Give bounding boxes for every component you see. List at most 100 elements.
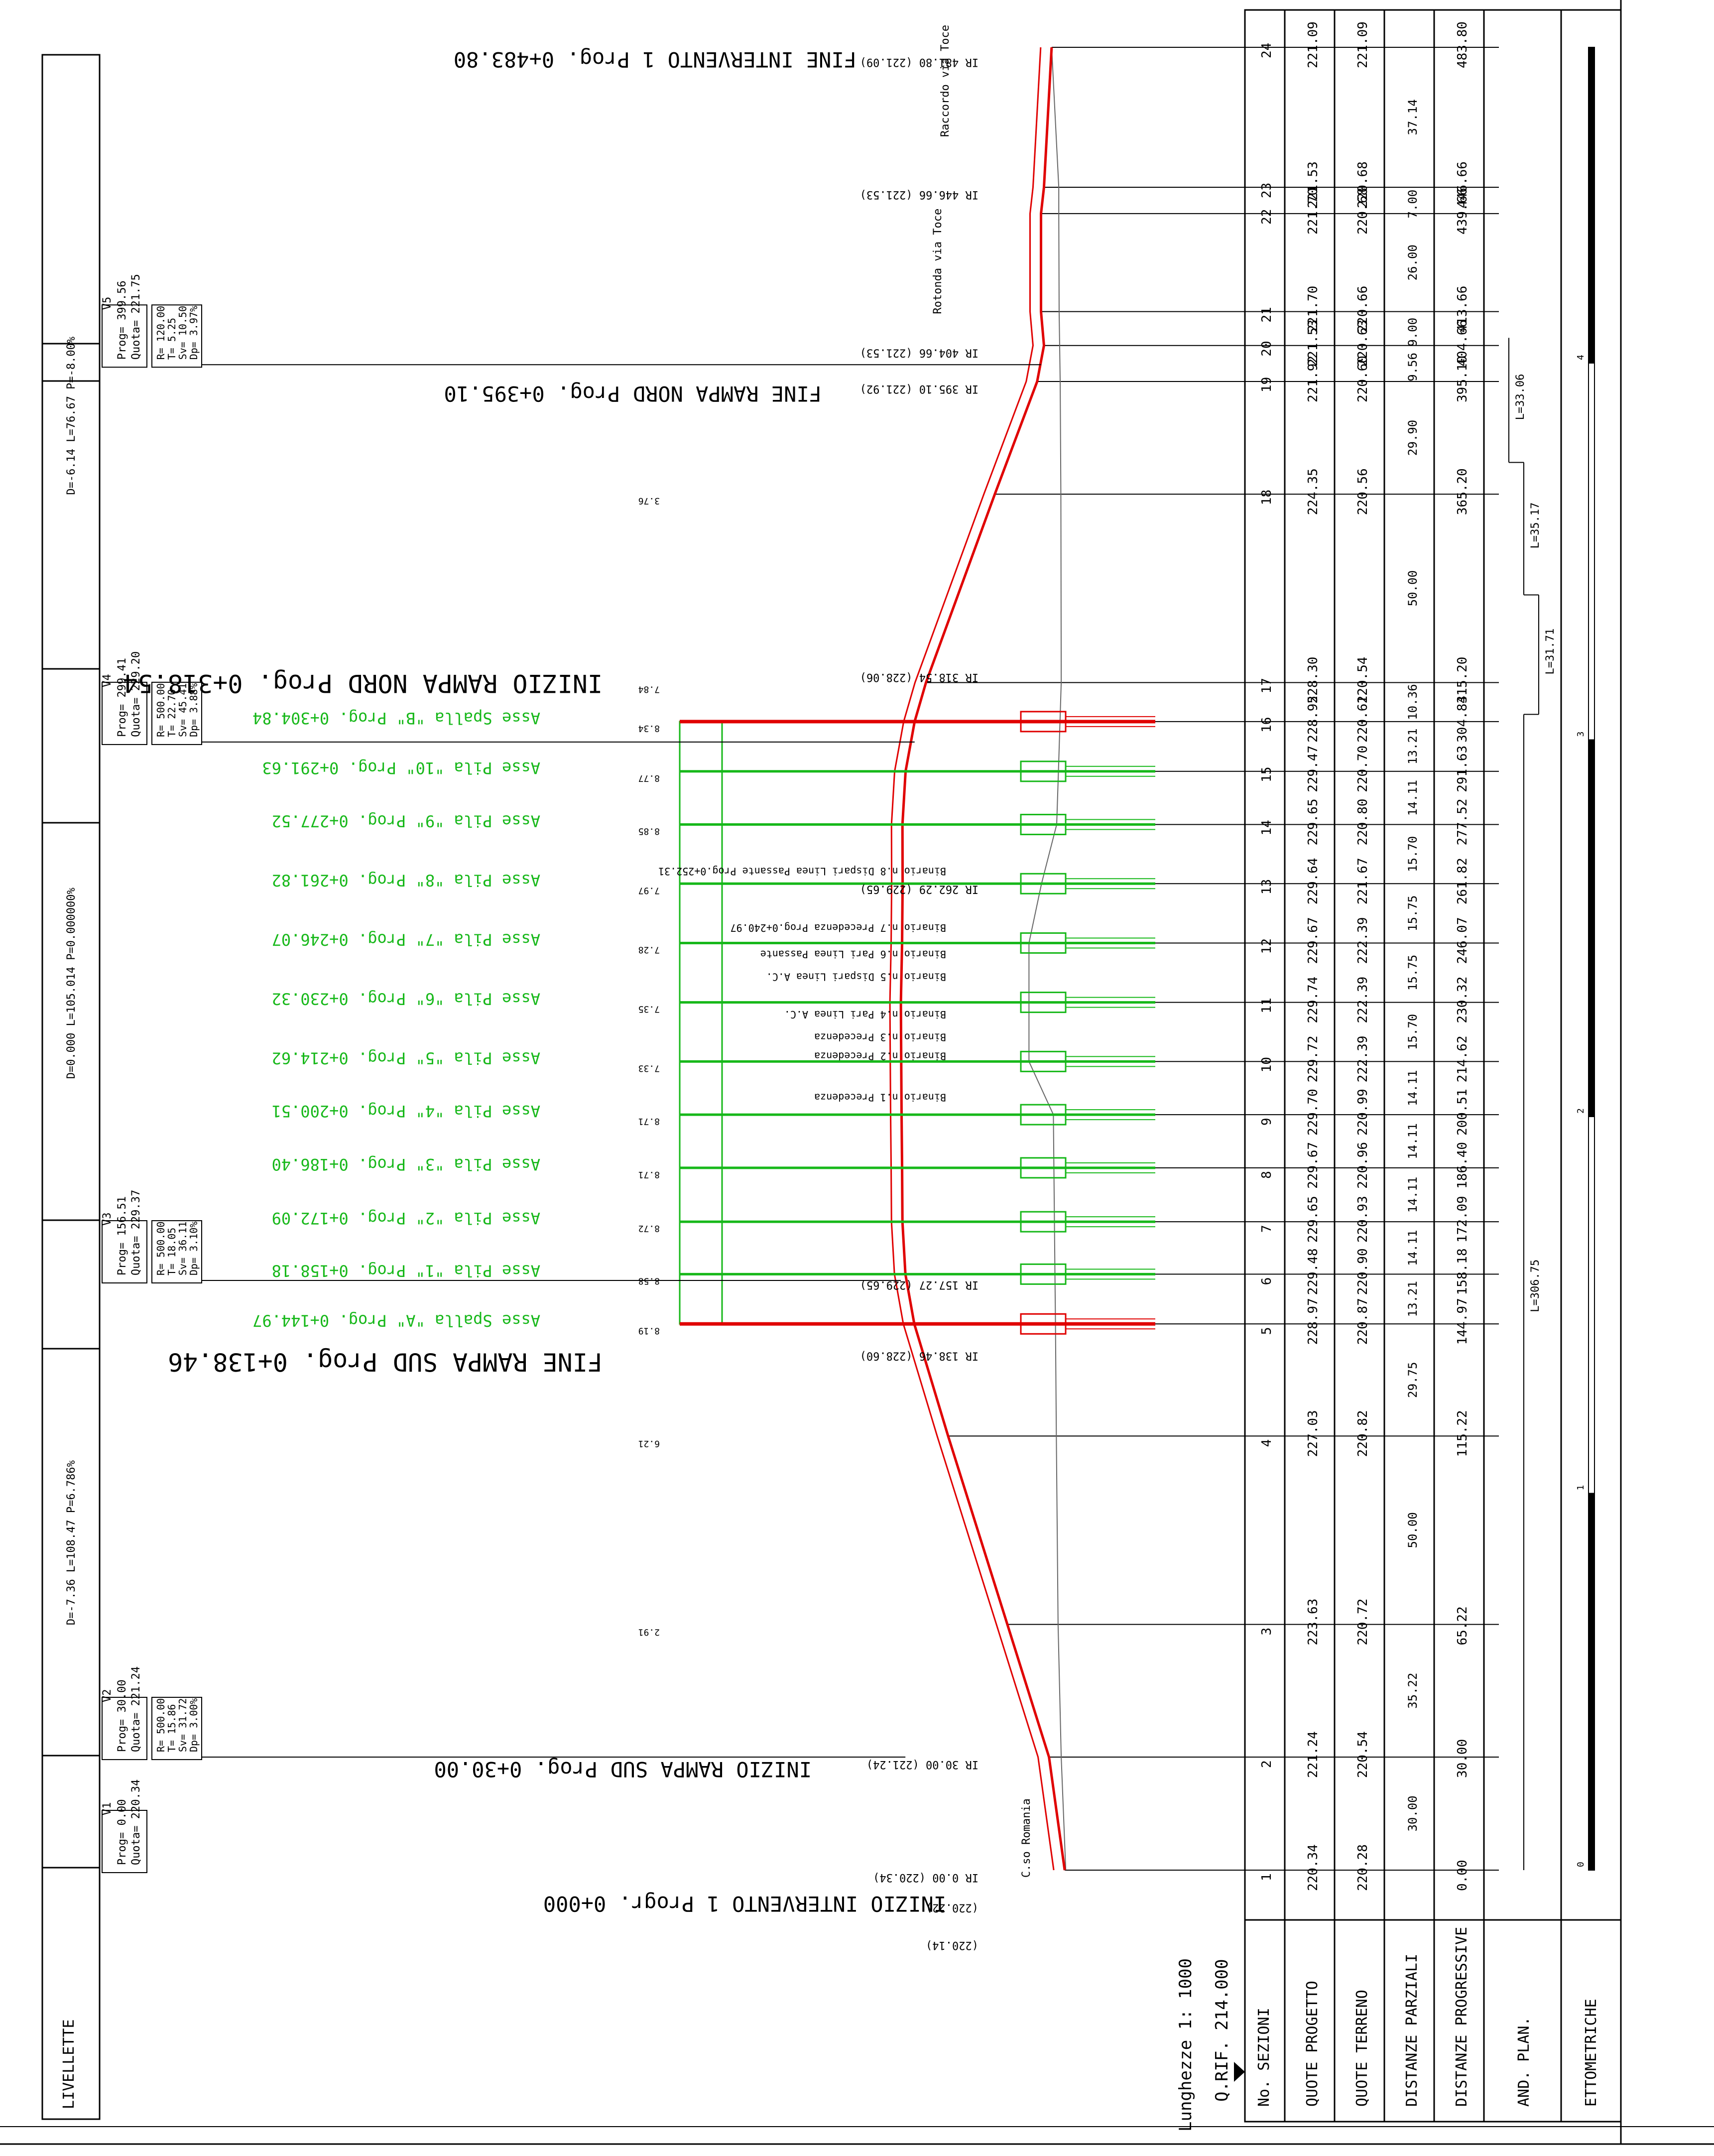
ettometriche-segment xyxy=(1588,362,1595,741)
pile-label: Asse Pila "8" Prog. 0+261.82 xyxy=(272,871,540,889)
vertex-sv: Sv= 31.72 xyxy=(177,1698,189,1752)
row-header-distanze-progressive: DISTANZE PROGRESSIVE xyxy=(1453,1927,1470,2107)
vertex-radius: R= 500.00 xyxy=(155,683,167,737)
distanza-progressiva-value: 186.40 xyxy=(1455,1142,1470,1189)
livellette-label: LIVELLETTE xyxy=(60,2019,78,2109)
distanza-parziale-value: 9.00 xyxy=(1406,318,1420,347)
quota-terreno-value: 220.96 xyxy=(1355,1142,1370,1189)
quota-progetto-value: 221.70 xyxy=(1306,188,1321,235)
vertex-box xyxy=(102,1810,147,1873)
binario-label: Binario n.4 Pari Linea A.C. xyxy=(784,1009,946,1020)
vertex-ir-label: IR 0.00 (220.34) xyxy=(873,1871,979,1884)
pile-label: Asse Pila "6" Prog. 0+230.32 xyxy=(272,990,540,1009)
binario-label: Binario n.5 Dispari Linea A.C. xyxy=(766,971,946,983)
quota-progetto-value: 229.74 xyxy=(1306,977,1321,1023)
livelletta-2: D=0.000 L=105.014 P=0.000000% xyxy=(65,888,78,1079)
binario-label: Binario n.3 Precedenza xyxy=(814,1031,946,1043)
vertex-dp: Dp= 3.88% xyxy=(188,683,200,737)
pile-label: Asse Spalla "B" Prog. 0+304.84 xyxy=(252,709,540,728)
quota-progetto-value: 229.65 xyxy=(1306,1196,1321,1243)
vertex-dp: Dp= 3.00% xyxy=(188,1698,200,1752)
quota-progetto-value: 228.30 xyxy=(1306,657,1321,704)
vertex-prog: Prog= 156.51 xyxy=(116,1196,128,1275)
distanza-parziale-value: 50.00 xyxy=(1406,1512,1420,1548)
distanza-progressiva-value: 261.82 xyxy=(1455,858,1470,904)
vertex-quota: Quota= 221.24 xyxy=(130,1666,142,1752)
vertex-dp: Dp= 3.10% xyxy=(188,1222,200,1275)
section-number: 24 xyxy=(1259,43,1274,58)
distanza-progressiva-value: 115.22 xyxy=(1455,1410,1470,1457)
quota-terreno-value: 220.80 xyxy=(1355,799,1370,846)
quota-progetto-value: 224.35 xyxy=(1306,468,1321,515)
quota-progetto-value: 229.64 xyxy=(1306,858,1321,904)
height-value: 3.76 xyxy=(638,496,660,506)
pile-label: Asse Pila "1" Prog. 0+158.18 xyxy=(272,1261,540,1280)
quota-terreno-value: 220.63 xyxy=(1355,320,1370,367)
quota-progetto-value: 221.09 xyxy=(1306,21,1321,68)
distanza-progressiva-value: 214.62 xyxy=(1455,1035,1470,1082)
vertex-ir-label: IR 262.29 (229.65) xyxy=(860,883,979,895)
distanza-progressiva-value: 0.00 xyxy=(1455,1860,1470,1891)
row-header-quote-progetto: QUOTE PROGETTO xyxy=(1304,1981,1321,2107)
pile-label: Asse Pila "9" Prog. 0+277.52 xyxy=(272,812,540,831)
quota-progetto-value: 223.63 xyxy=(1306,1599,1321,1646)
quota-progetto-value: 229.67 xyxy=(1306,917,1321,964)
pile-label: Asse Pila "4" Prog. 0+200.51 xyxy=(272,1102,540,1121)
ettometriche-segment xyxy=(1588,47,1595,364)
quota-terreno-value: 220.90 xyxy=(1355,1248,1370,1295)
quota-terreno-value: 221.67 xyxy=(1355,858,1370,904)
height-value: 6.21 xyxy=(638,1438,660,1449)
quota-progetto-value: 220.34 xyxy=(1306,1844,1321,1891)
height-value: 8.72 xyxy=(638,1223,660,1234)
pile-label: Asse Pila "10" Prog. 0+291.63 xyxy=(262,759,540,777)
and-plan-value: L=33.06 xyxy=(1514,374,1527,420)
section-number: 17 xyxy=(1259,678,1274,693)
vertex-tangent: T= 18.05 xyxy=(166,1228,178,1275)
pile-label: Asse Spalla "A" Prog. 0+144.97 xyxy=(252,1311,540,1330)
vertex-radius: R= 500.00 xyxy=(155,1222,167,1275)
section-number: 12 xyxy=(1259,938,1274,954)
section-number: 10 xyxy=(1259,1057,1274,1072)
inizio-intervento-label: INIZIO INTERVENTO 1 Progr. 0+000 xyxy=(543,1892,946,1916)
distanza-progressiva-value: 483.80 xyxy=(1455,21,1470,68)
vertex-ir-label: IR 481.80 (221.09) xyxy=(860,56,979,68)
row-header-ettometriche: ETTOMETRICHE xyxy=(1583,1999,1600,2107)
distanza-parziale-value: 35.22 xyxy=(1406,1673,1420,1709)
quota-terreno-value: 220.60 xyxy=(1355,356,1370,402)
distanza-parziale-value: 7.00 xyxy=(1406,190,1420,219)
height-value: 7.84 xyxy=(638,684,660,694)
section-number: 23 xyxy=(1259,183,1274,198)
binario-label: Binario n.1 Precedenza xyxy=(814,1092,946,1104)
inizio-rampa-sud-label: INIZIO RAMPA SUD Prog. 0+30.00 xyxy=(434,1757,812,1781)
distanza-progressiva-value: 172.09 xyxy=(1455,1196,1470,1243)
vertex-name: V4 xyxy=(101,674,114,687)
binario-label: Binario n.2 Precedenza xyxy=(814,1050,946,1062)
ettometriche-segment xyxy=(1588,739,1595,1117)
quota-terreno-value: 220.68 xyxy=(1355,188,1370,235)
ground-profile-line xyxy=(1028,47,1067,1871)
quota-terreno-value: 220.70 xyxy=(1355,746,1370,792)
quota-progetto-value: 227.03 xyxy=(1306,1410,1321,1457)
distanza-progressiva-value: 439.66 xyxy=(1455,188,1470,235)
binario-label: Binario n.8 Dispari Linea Passante Prog.… xyxy=(658,866,946,878)
vertex-tangent: T= 5.25 xyxy=(166,318,178,360)
livellette-table: LIVELLETTE xyxy=(41,54,101,2120)
vertex-name: V1 xyxy=(101,1802,114,1816)
vertex-curve-box xyxy=(151,1220,202,1283)
distanza-progressiva-value: 365.20 xyxy=(1455,468,1470,515)
distanza-progressiva-value: 246.07 xyxy=(1455,917,1470,964)
quota-terreno-value: 222.39 xyxy=(1355,977,1370,1023)
vertex-ir-label: IR 318.54 (228.06) xyxy=(860,671,979,683)
vertex-prog: Prog= 30.00 xyxy=(116,1679,128,1752)
quota-progetto-value: 221.53 xyxy=(1306,161,1321,208)
distanza-parziale-value: 13.21 xyxy=(1406,729,1420,764)
distanza-progressiva-value: 315.20 xyxy=(1455,657,1470,704)
distanza-progressiva-value: 277.52 xyxy=(1455,799,1470,846)
pile-label: Asse Pila "7" Prog. 0+246.07 xyxy=(272,930,540,949)
vertex-box xyxy=(102,1697,147,1761)
fine-intervento-label: FINE INTERVENTO 1 Prog. 0+483.80 xyxy=(454,47,857,72)
distanza-parziale-value: 15.70 xyxy=(1406,836,1420,872)
quota-terreno-value: 220.56 xyxy=(1355,468,1370,515)
distanza-parziale-value: 14.11 xyxy=(1406,1123,1420,1159)
